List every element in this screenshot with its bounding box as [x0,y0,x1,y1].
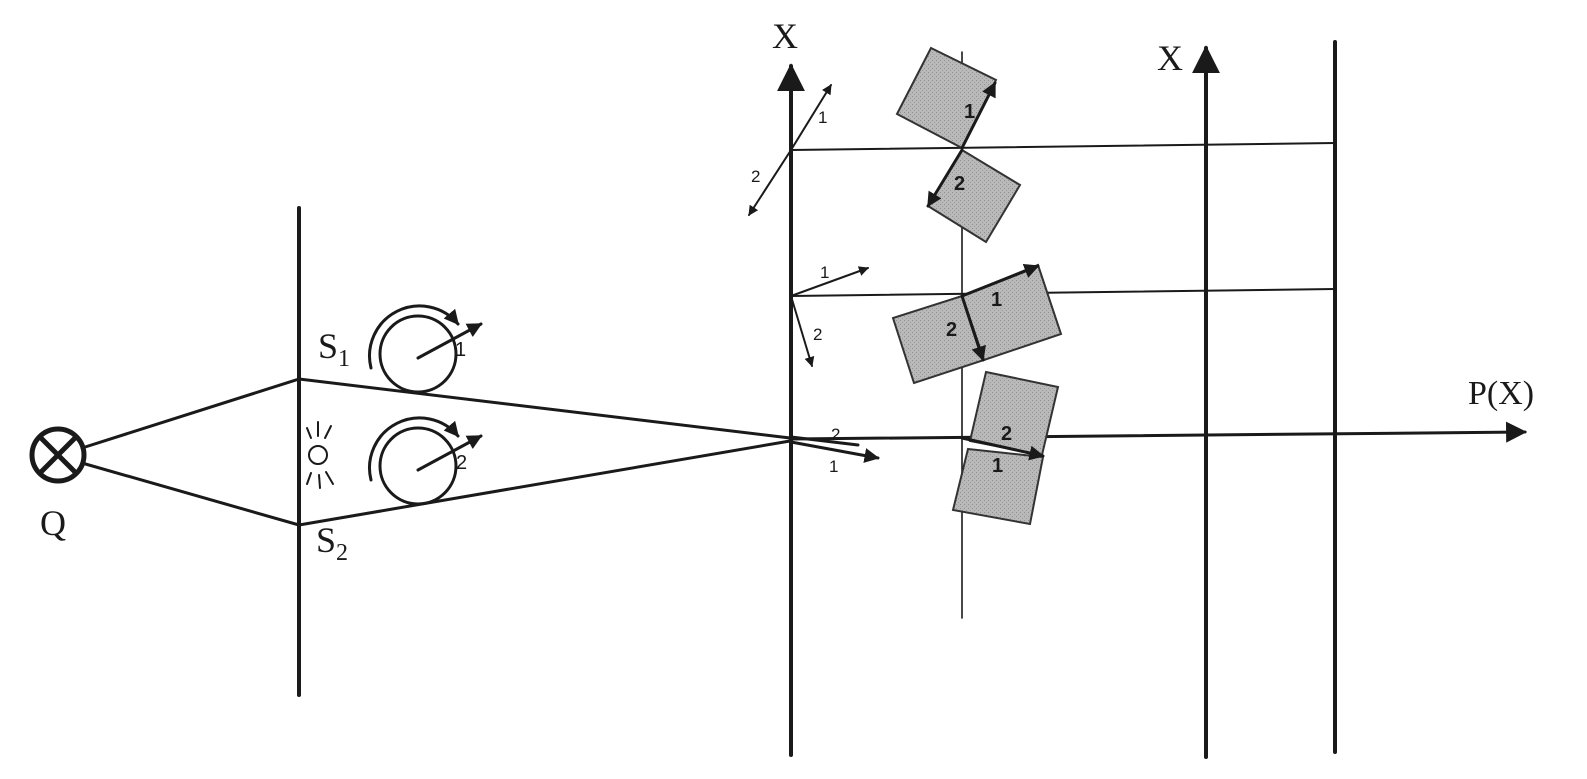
light-ray [324,425,332,439]
square-top-1 [895,46,998,150]
phasor-vector-2 [416,434,483,472]
light-ray [306,427,312,439]
phasor-up-1 [790,84,832,151]
square-top-number-2: 2 [954,173,965,195]
phasor-mid-number-2: 2 [813,325,822,344]
square-top-arrow-2 [926,148,964,208]
light-ray [306,472,312,485]
projection-line-middle [790,288,1336,297]
beam-paths [80,377,792,527]
phasor-top-number-1: 1 [818,108,827,127]
square-bottom-number-1: 1 [992,455,1003,477]
right-axis-label: X [1157,38,1183,78]
square-top-number-1: 1 [964,101,975,123]
left-x-axis: X [772,16,805,757]
square-bottom-number-2: 2 [1001,423,1012,445]
square-bottom-1 [951,447,1045,526]
rotation-arrow-2 [368,416,460,482]
slit2-label: S2 [316,520,348,566]
output-axis-line [789,421,1528,443]
phasor-slit1: 1 [368,304,483,394]
detector-light [306,421,334,489]
source-cross-b [37,434,79,476]
projection-lines: P(X) [789,142,1534,443]
square-mid-number-1: 1 [991,289,1002,311]
phasor-bottom-2 [789,435,860,447]
left-axis-label: X [772,16,798,56]
phasor-down-2 [748,149,792,216]
beam-s1-screen [297,377,792,440]
screen-phasors-top: 1 2 [748,84,832,216]
slit1-letter: S [318,326,338,366]
slit-screen: S1 S2 [297,206,350,697]
right-x-axis: X [1157,38,1220,759]
phasor-bottom-1 [789,440,880,463]
phasor-right-1 [790,266,869,297]
slit2-letter: S [316,520,336,560]
phasor-down-2 [790,295,815,367]
vector-addition-column: 1 2 1 2 2 1 [891,46,1063,619]
square-top-arrow-1 [960,81,997,150]
beam-q-s1 [80,377,301,450]
square-mid-number-2: 2 [946,319,957,341]
source-label: Q [40,503,66,543]
source-q: Q [29,426,87,543]
screen-phasors-bottom: 2 1 [789,425,880,476]
phasor-vector-1 [416,322,483,360]
phasor-circle-2 [378,426,458,506]
square-top-2 [926,148,1022,244]
phasor-bottom-number-1: 1 [829,457,838,476]
square-bottom-arrow [960,436,1045,461]
phasor-number-1: 1 [455,339,466,361]
projection-line-top [790,142,1336,151]
phasor-bottom-number-2: 2 [831,425,840,444]
source-circle [29,426,87,484]
square-mid-arrow-2 [960,294,986,362]
phasor-top-number-2: 2 [751,167,760,186]
light-ray [325,471,334,485]
slit2-subscript: 2 [336,540,348,566]
square-mid-arrow-1 [960,263,1040,298]
output-axis-label: P(X) [1468,375,1534,412]
phasor-number-2: 2 [456,452,467,474]
light-bulb-icon [308,445,328,465]
slit1-label: S1 [318,326,350,372]
phasor-slit2: 2 [368,416,483,506]
phasor-circle-1 [378,314,458,394]
phasor-mid-number-1: 1 [820,263,829,282]
slit1-subscript: 1 [338,346,350,372]
screen-phasors-middle: 1 2 [790,263,869,367]
beam-q-s2 [80,461,301,527]
light-ray [318,474,321,489]
rotation-arrow-1 [368,304,460,370]
beam-s2-screen [297,439,792,527]
